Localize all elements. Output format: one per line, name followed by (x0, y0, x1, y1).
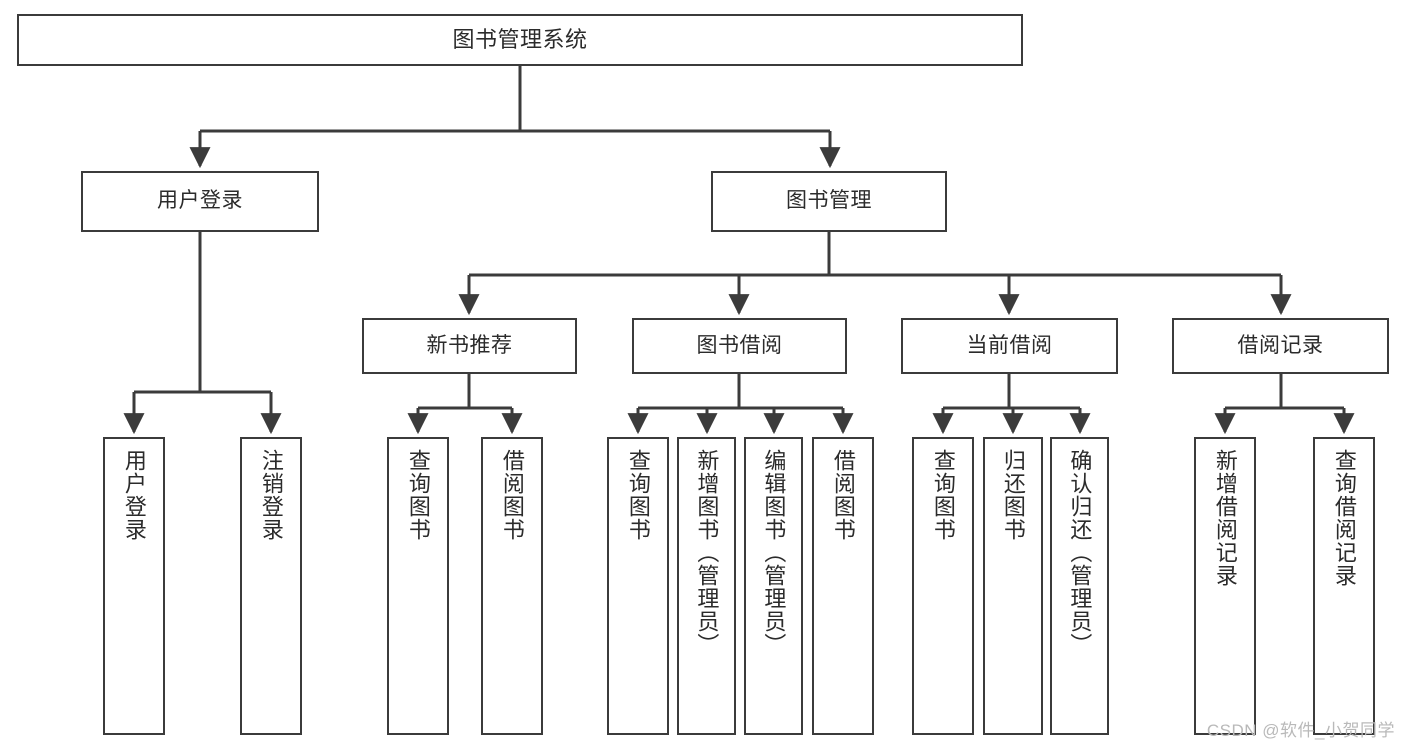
node-leaf-logout-label: 注销登录 (258, 449, 284, 541)
node-borrow-record[interactable]: 借阅记录 (1172, 318, 1389, 374)
node-new-book-recommend-label: 新书推荐 (426, 333, 513, 357)
node-leaf-query-book-1-label: 查询图书 (405, 449, 431, 541)
node-new-book-recommend[interactable]: 新书推荐 (362, 318, 577, 374)
node-leaf-edit-book[interactable]: 编辑图书（管理员） (744, 437, 803, 735)
node-book-manage[interactable]: 图书管理 (711, 171, 947, 232)
node-leaf-logout[interactable]: 注销登录 (240, 437, 302, 735)
node-user-login-label: 用户登录 (157, 189, 243, 213)
node-leaf-return-book[interactable]: 归还图书 (983, 437, 1043, 735)
node-current-borrow-label: 当前借阅 (966, 333, 1053, 357)
node-leaf-borrow-book-2-label: 借阅图书 (830, 449, 856, 541)
node-leaf-query-book-3[interactable]: 查询图书 (912, 437, 974, 735)
node-leaf-query-book-1[interactable]: 查询图书 (387, 437, 449, 735)
node-book-borrow-label: 图书借阅 (696, 333, 783, 357)
node-leaf-query-book-2[interactable]: 查询图书 (607, 437, 669, 735)
node-leaf-query-record-label: 查询借阅记录 (1331, 449, 1357, 587)
node-leaf-confirm-return[interactable]: 确认归还（管理员） (1050, 437, 1109, 735)
node-leaf-borrow-book-1[interactable]: 借阅图书 (481, 437, 543, 735)
node-leaf-confirm-return-label: 确认归还（管理员） (1067, 449, 1093, 656)
node-current-borrow[interactable]: 当前借阅 (901, 318, 1118, 374)
node-leaf-borrow-book-1-label: 借阅图书 (499, 449, 525, 541)
node-leaf-add-book-label: 新增图书（管理员） (694, 449, 720, 656)
node-leaf-add-record[interactable]: 新增借阅记录 (1194, 437, 1256, 735)
node-leaf-add-record-label: 新增借阅记录 (1212, 449, 1238, 587)
node-book-manage-label: 图书管理 (786, 189, 872, 213)
csdn-watermark: CSDN @软件_小贺同学 (1206, 721, 1395, 740)
node-leaf-user-login-label: 用户登录 (121, 449, 147, 541)
node-root[interactable]: 图书管理系统 (17, 14, 1023, 66)
node-root-label: 图书管理系统 (452, 27, 588, 53)
node-borrow-record-label: 借阅记录 (1237, 333, 1324, 357)
node-leaf-query-book-3-label: 查询图书 (930, 449, 956, 541)
node-book-borrow[interactable]: 图书借阅 (632, 318, 847, 374)
node-leaf-query-record[interactable]: 查询借阅记录 (1313, 437, 1375, 735)
node-leaf-edit-book-label: 编辑图书（管理员） (761, 449, 787, 656)
node-leaf-query-book-2-label: 查询图书 (625, 449, 651, 541)
node-user-login[interactable]: 用户登录 (81, 171, 319, 232)
node-leaf-add-book[interactable]: 新增图书（管理员） (677, 437, 736, 735)
node-leaf-user-login[interactable]: 用户登录 (103, 437, 165, 735)
node-leaf-return-book-label: 归还图书 (1000, 449, 1026, 541)
node-leaf-borrow-book-2[interactable]: 借阅图书 (812, 437, 874, 735)
